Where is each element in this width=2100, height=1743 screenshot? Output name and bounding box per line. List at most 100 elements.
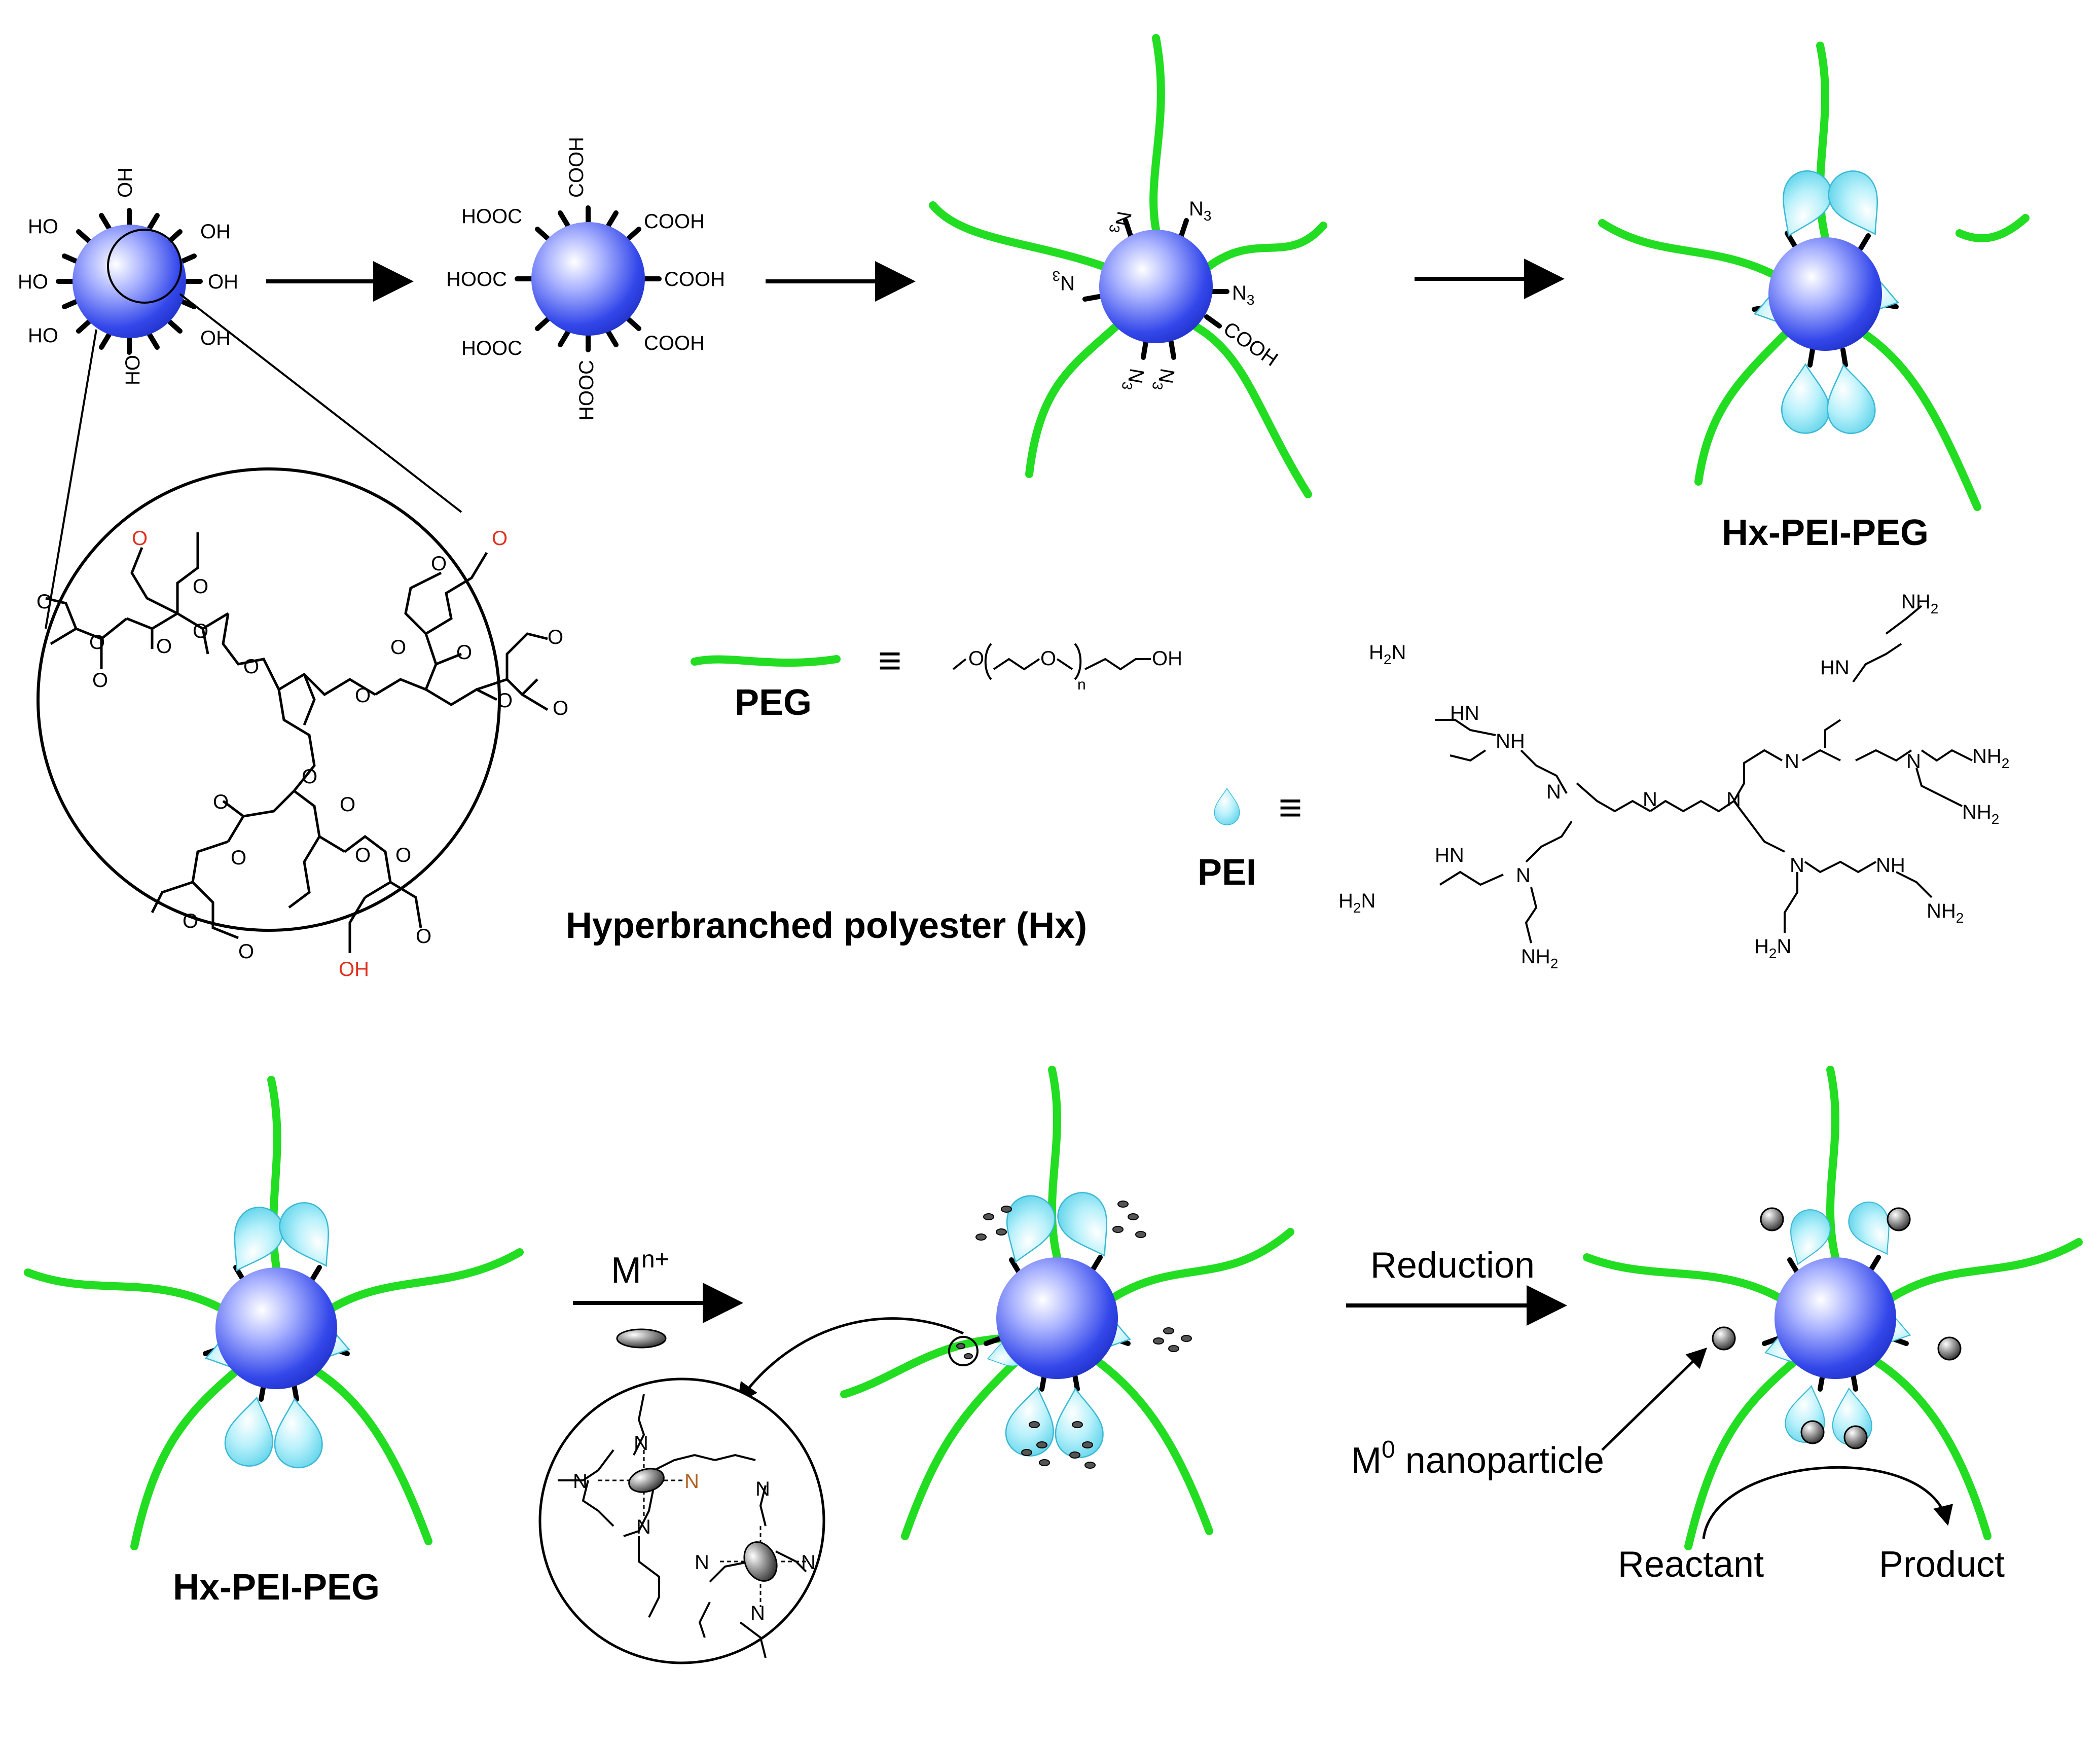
- ho-label: HO: [122, 355, 144, 385]
- ester-o: O: [37, 591, 52, 613]
- pei-n: N: [1906, 750, 1921, 773]
- metal-nanoparticle-icon: [1712, 1326, 1736, 1351]
- pei-n: N: [1546, 781, 1561, 803]
- peg-chain-icon: [691, 655, 841, 667]
- ester-o: O: [238, 940, 254, 963]
- metal-nanoparticle-icon: [1937, 1336, 1962, 1361]
- oh-red: OH: [339, 958, 369, 981]
- reduction-step: Reduction: [1346, 1245, 1567, 1326]
- peg-chains: [929, 34, 1327, 498]
- hx-pei-peg-metal-loaded: [840, 1066, 1294, 1540]
- ho-label: HO: [18, 271, 48, 293]
- pei-droplet-icon: [1214, 788, 1240, 825]
- ester-o: O: [340, 793, 355, 816]
- metal-nanoparticles: [1712, 1207, 1962, 1449]
- chelate-n: N: [801, 1551, 816, 1574]
- ester-o: O: [183, 910, 198, 932]
- hooc-label: HOOC: [461, 337, 522, 359]
- equiv-sign: ≡: [878, 638, 902, 683]
- chelate-n: N: [636, 1516, 651, 1538]
- peg-oh: OH: [1152, 647, 1182, 670]
- pei-n: N: [1516, 864, 1531, 887]
- core-sphere-icon: [1775, 1257, 1896, 1379]
- zoom-ring-icon: [948, 1336, 979, 1366]
- pei-nh2: NH2: [1521, 946, 1558, 971]
- metal-ion-icon: [616, 1328, 667, 1349]
- n3-label: N3: [1106, 209, 1136, 236]
- ester-o: O: [355, 844, 371, 866]
- hx-pei-peg-bottom: [24, 1076, 524, 1550]
- pointer-arrow: [1601, 1348, 1708, 1451]
- metal-loading-step: Mn+: [573, 1246, 743, 1349]
- n3-label: N3: [1119, 366, 1148, 393]
- core-sphere-icon: [215, 1267, 337, 1389]
- hooc-label: HOOC: [575, 360, 598, 421]
- ester-o-red: O: [132, 527, 148, 550]
- ester-o: O: [213, 791, 229, 813]
- oh-spokes: [56, 208, 203, 355]
- ester-o: O: [355, 684, 371, 707]
- peg-formula: [952, 643, 1151, 680]
- pei-label: PEI: [1198, 852, 1256, 893]
- metal-ion-icon: [743, 1541, 778, 1582]
- cooh-label: COOH: [664, 268, 725, 290]
- ester-o: O: [395, 844, 411, 866]
- ester-o-red: O: [492, 527, 508, 550]
- hooc-label: HOOC: [461, 205, 522, 228]
- pei-structure: N N N N HN NH2 NH2 NH2 N NH NH2 H2N N NH…: [1338, 591, 2009, 971]
- chelate-n: N: [634, 1432, 648, 1455]
- ester-o: O: [231, 847, 246, 869]
- cooh-label: COOH: [565, 137, 588, 198]
- ester-o: O: [193, 620, 208, 642]
- oh-label: OH: [200, 221, 231, 243]
- cooh-label: COOH: [644, 332, 705, 354]
- pei-h2n: H2N: [1754, 935, 1791, 961]
- pei-nh2: NH2: [1972, 745, 2009, 771]
- pei-nh2: NH2: [1962, 801, 1999, 827]
- n3-label: N3: [1053, 268, 1075, 294]
- metal-nanoparticle-icon: [1887, 1207, 1911, 1231]
- reactant-label: Reactant: [1618, 1544, 1764, 1585]
- ester-o: O: [456, 641, 472, 664]
- core-sphere-icon: [531, 222, 645, 336]
- hx-structure-zoom: O O O O O O O O O O O O O O O O O O O O …: [37, 467, 568, 981]
- chelate-n: N: [684, 1470, 699, 1493]
- peg-label: PEG: [735, 682, 812, 723]
- cooh-label: COOH: [1219, 317, 1282, 371]
- oh-label: OH: [200, 327, 231, 349]
- ho-label: HO: [28, 324, 58, 347]
- pei-n: N: [1643, 788, 1657, 811]
- oh-label: OH: [114, 167, 136, 198]
- cooh-label: COOH: [644, 210, 705, 233]
- chelate-n: N: [755, 1478, 770, 1500]
- hooc-label: HOOC: [446, 268, 507, 290]
- pei-h2n: H2N: [1338, 890, 1375, 916]
- pei-n: N: [1785, 750, 1799, 773]
- ester-o: O: [193, 575, 208, 598]
- peg-legend: PEG ≡ O O n OH: [691, 638, 1182, 723]
- hx-core-cooh: COOH HOOC COOH HOOC COOH HOOC COOH HOOC: [446, 137, 725, 421]
- m0-nanoparticle-label: M0 nanoparticle: [1351, 1436, 1604, 1481]
- hx-caption: Hyperbranched polyester (Hx): [566, 905, 1087, 946]
- pei-nh2: NH2: [1927, 900, 1964, 926]
- equiv-sign: ≡: [1279, 785, 1302, 830]
- pei-n: N: [1726, 788, 1741, 811]
- ester-o: O: [92, 669, 108, 692]
- pei-hn: HN: [1450, 702, 1479, 724]
- chelate-n: N: [695, 1551, 709, 1574]
- pei-hn: HN: [1435, 844, 1464, 866]
- ho-label: HO: [28, 215, 58, 238]
- ester-o: O: [156, 635, 172, 658]
- pei-n: N: [1790, 854, 1804, 877]
- ester-o: O: [548, 626, 563, 648]
- ester-o: O: [302, 766, 317, 788]
- hx-pei-peg-nanoparticles: [1583, 1066, 2083, 1550]
- ester-o: O: [497, 689, 513, 712]
- n3-label: N3: [1149, 366, 1179, 393]
- ester-o: O: [390, 636, 406, 659]
- metal-nanoparticle-icon: [1760, 1207, 1784, 1231]
- hx-skeleton: [45, 532, 549, 953]
- core-sphere-icon: [1768, 237, 1882, 351]
- chelate-n: N: [750, 1602, 765, 1624]
